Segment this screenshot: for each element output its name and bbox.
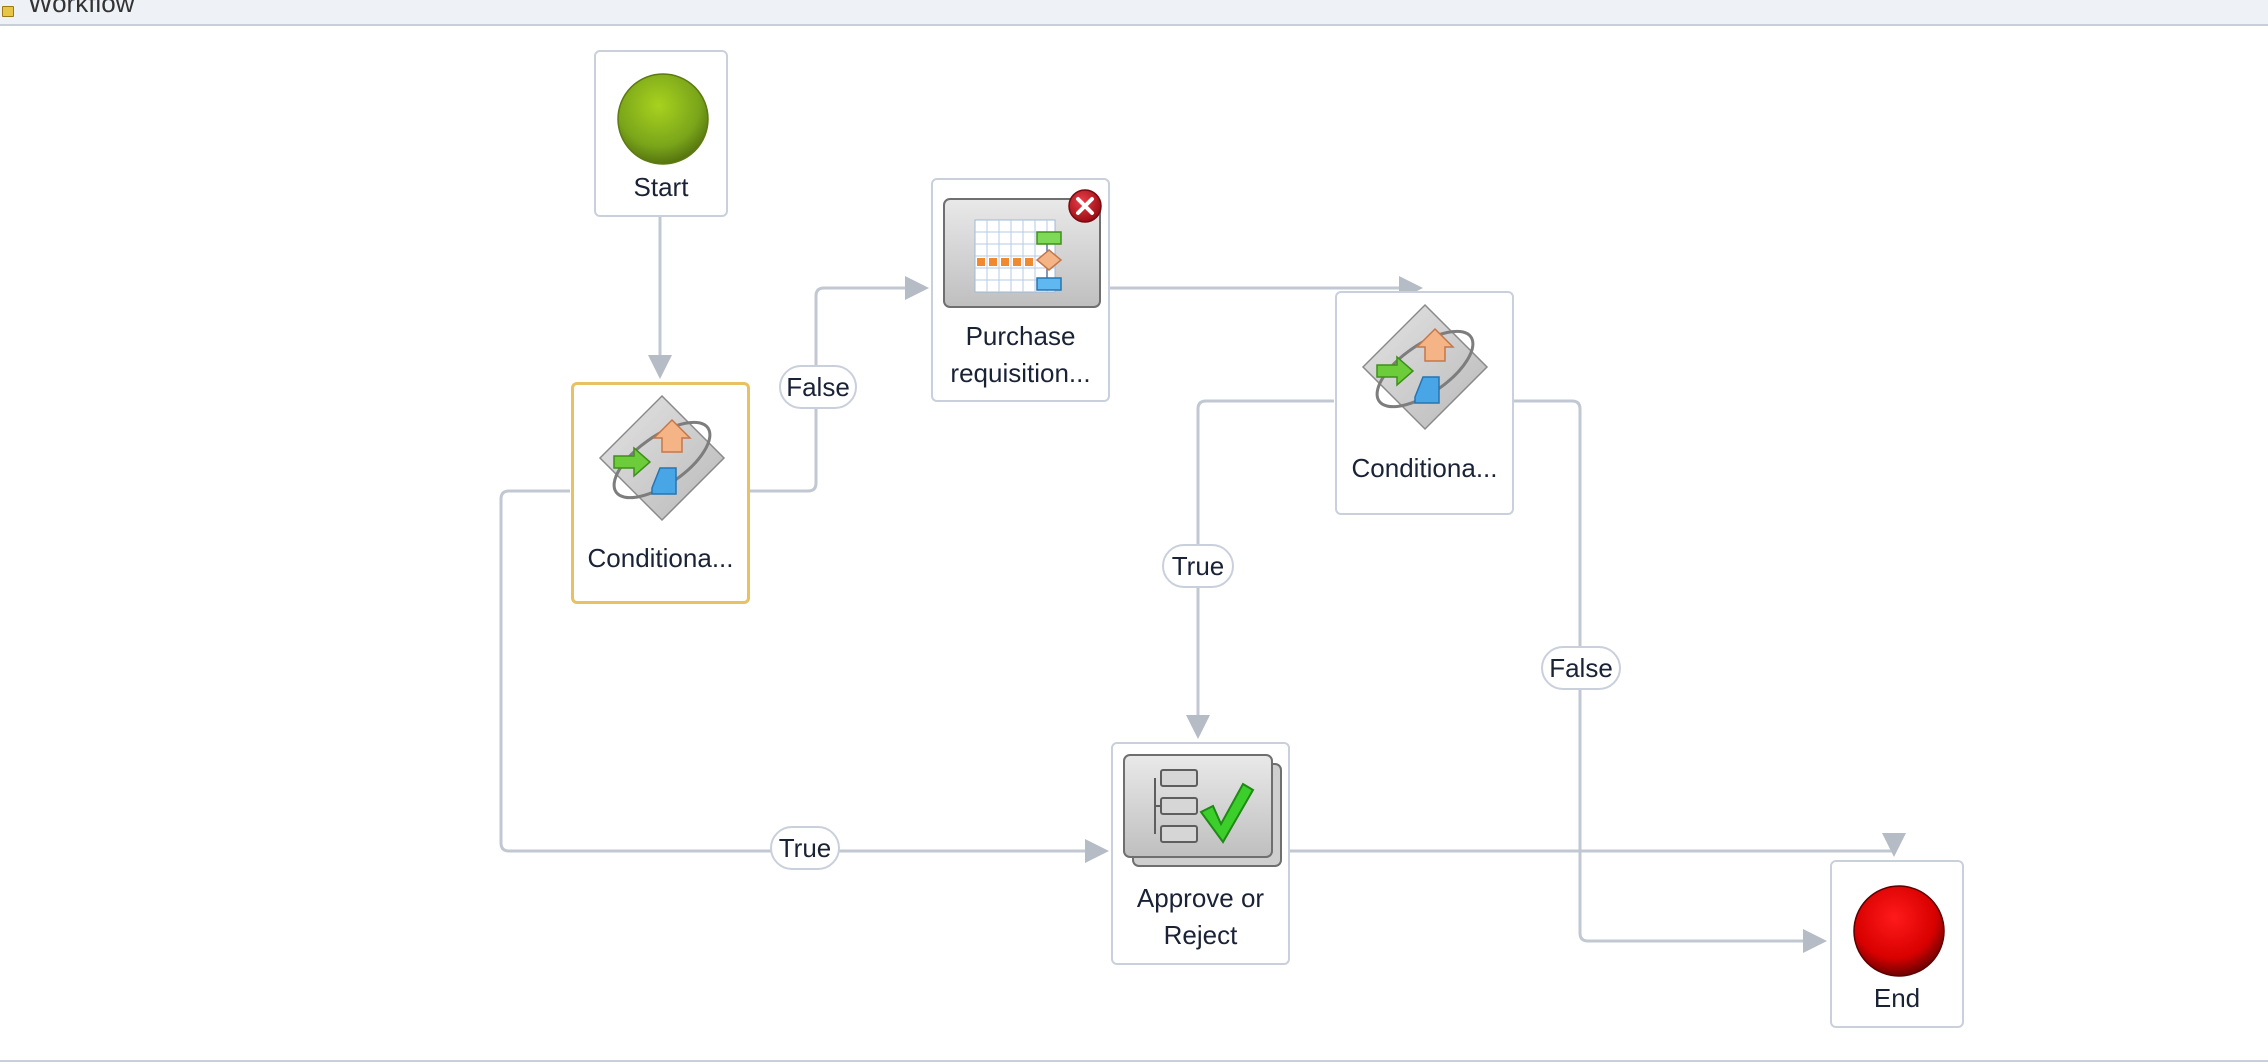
edge-label-cond2-false: False (1541, 646, 1621, 690)
connector-approve-to-end (1289, 849, 1896, 853)
edge-label-cond1-true: True (770, 826, 840, 870)
connector-cond1-true (499, 489, 1109, 863)
conditional-decision-icon (598, 394, 726, 522)
approve-or-reject-node[interactable]: Approve or Reject (1111, 742, 1290, 965)
approve-or-reject-label: Approve or Reject (1136, 883, 1265, 950)
conditional-decision-icon (1361, 303, 1489, 431)
conditional-node-1[interactable]: Conditiona... (571, 382, 750, 604)
edge-label-cond1-false: False (779, 365, 857, 409)
connector-cond2-true (1186, 399, 1334, 739)
error-x-icon[interactable] (1067, 188, 1103, 224)
green-circle-icon (617, 73, 709, 165)
conditional-node-2-label: Conditiona... (1351, 453, 1498, 483)
conditional-node-2[interactable]: Conditiona... (1335, 291, 1514, 515)
end-node[interactable]: End (1830, 860, 1964, 1028)
approval-checkmark-icon (1123, 754, 1282, 867)
purchase-requisition-node[interactable]: Purchase requisition... (931, 178, 1110, 402)
edge-label-cond2-true: True (1162, 544, 1234, 588)
start-node-label: Start (633, 172, 689, 202)
conditional-node-1-label: Conditiona... (587, 543, 734, 573)
lock-icon (2, 6, 14, 17)
canvas-bottom-border (0, 1060, 2268, 1062)
window-title: Workflow (28, 0, 135, 18)
subworkflow-grid-icon (943, 198, 1101, 308)
window-title-bar: Workflow (0, 0, 2268, 26)
red-circle-icon (1853, 885, 1945, 977)
purchase-requisition-label: Purchase requisition... (950, 321, 1091, 388)
end-node-label: End (1873, 983, 1921, 1013)
start-node[interactable]: Start (594, 50, 728, 217)
